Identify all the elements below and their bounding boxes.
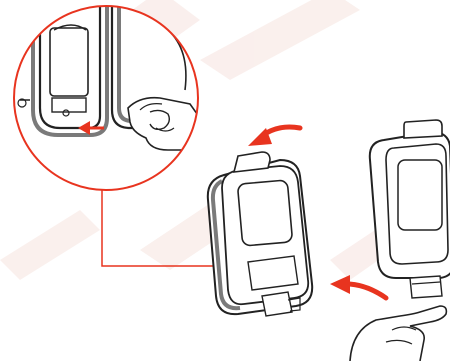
hand-icon — [350, 306, 446, 361]
insert-arrow-icon — [330, 275, 386, 298]
right-device — [370, 120, 450, 298]
center-device — [208, 152, 312, 316]
rotate-arrow-icon — [248, 127, 300, 146]
